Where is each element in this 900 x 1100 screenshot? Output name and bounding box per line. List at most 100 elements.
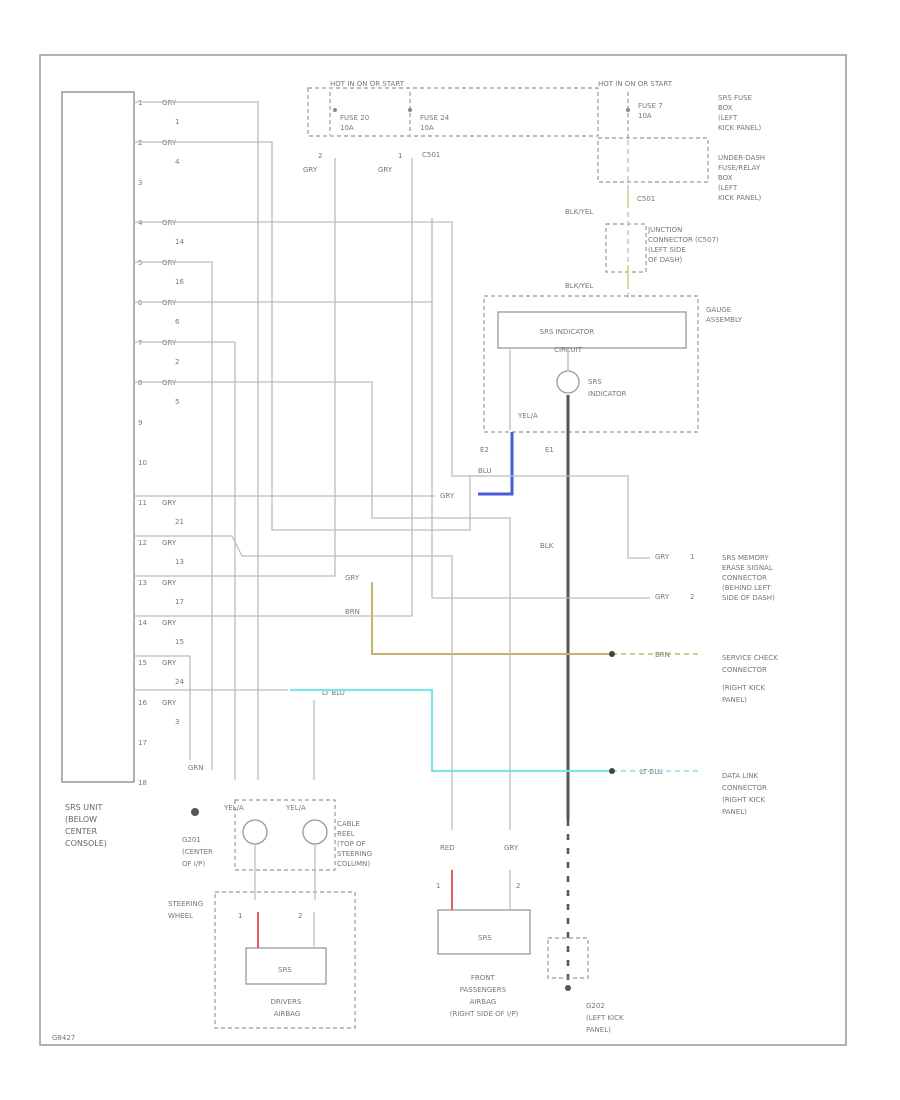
c501b-label: C501 [637,195,655,203]
srs-pin-wire-color: GRY [162,219,177,227]
srs-pin-wire-number: 2 [175,358,179,366]
memory-connector-label: SRS MEMORY ERASE SIGNAL CONNECTOR (BEHIN… [722,554,775,602]
srs-fuse-box [597,137,709,183]
gry-mem-1: GRY [655,553,670,561]
pass-pin-1: 1 [436,882,440,890]
pin-mem-1: 1 [690,553,694,561]
srs-pin-18: 18 [138,779,147,787]
hot-label-right: HOT IN ON OR START [598,80,673,88]
srs-fuse-box-label: SRS FUSE BOX (LEFT KICK PANEL) [718,94,761,132]
srs-pin-wire-number: 16 [175,278,184,286]
srs-pin-wire-number: 17 [175,598,184,606]
grn-label: GRN [188,764,204,772]
brn-label-1: BRN [345,608,360,616]
ground-center-icon [191,808,199,816]
srs-pin-wire-number: 24 [175,678,184,686]
srs-pin-wire-number: 14 [175,238,184,246]
srs-pin-wire-color: GRY [162,379,177,387]
srs-pin-wire-color: GRY [162,499,177,507]
cable-reel-left-icon [242,819,268,845]
underdash-fuse-box [307,87,599,137]
srs-indicator-circuit [497,311,687,349]
srs-pin-2: 2 [138,139,142,147]
srs-pin-wire-number: 3 [175,718,179,726]
srs-unit-box [61,91,135,783]
srs-pin-6: 6 [138,299,143,307]
srs-pin-wire-number: 15 [175,638,184,646]
drivers-airbag-label: DRIVERS AIRBAG [270,998,303,1018]
srs-pin-8: 8 [138,379,142,387]
srs-pin-wire-color: GRY [162,339,177,347]
blk-yel-1: BLK/YEL [565,208,593,216]
srs-pin-10: 10 [138,459,147,467]
steering-wheel-label: STEERING WHEEL [168,900,205,920]
ground-center-label: G201 (CENTER OF I/P) [182,836,215,868]
gry-mem-2: GRY [655,593,670,601]
fuse-pin-right: 1 [398,152,402,160]
front-pass-label: FRONT PASSENGERS AIRBAG (RIGHT SIDE OF I… [450,974,519,1018]
junction-box [605,223,647,273]
srs-pin-13: 13 [138,579,147,587]
srs-pin-wire-number: 13 [175,558,184,566]
drivers-airbag-box [245,947,327,985]
srs-pin-wire-number: 5 [175,398,179,406]
fuse-wire-left: GRY [303,166,318,174]
srs-pin-wire-color: GRY [162,139,177,147]
footer-code: G8427 [52,1034,75,1042]
gauge-assembly-label: GAUGE ASSEMBLY [706,306,743,324]
srs-pin-wire-color: GRY [162,699,177,707]
srs-pin-wire-number: 4 [175,158,180,166]
blu-label: BLU [478,467,491,475]
srs-pin-5: 5 [138,259,142,267]
srs-pin-wire-color: GRY [162,99,177,107]
hot-label-left: HOT IN ON OR START [330,80,405,88]
srs-pin-wire-color: GRY [162,659,177,667]
srs-unit-label: SRS UNIT (BELOW CENTER CONSOLE) [65,803,107,848]
brn-label-2: BRN [655,651,670,659]
srs-pin-15: 15 [138,659,147,667]
srs-pin-wire-color: GRY [162,579,177,587]
yel-a-1: YEL/A [223,804,244,812]
srs-pin-1: 1 [138,99,142,107]
ground-left-box [547,937,589,979]
c501-label: C501 [422,151,440,159]
front-pass-srs: SRS [478,934,492,942]
junction-label: JUNCTION CONNECTOR (C507) (LEFT SIDE OF … [647,226,721,264]
srs-indicator-lamp-icon [556,370,580,394]
fuse-wire-right: GRY [378,166,393,174]
data-link-label: DATA LINK CONNECTOR (RIGHT KICK PANEL) [722,772,769,816]
srs-pin-wire-number: 1 [175,118,179,126]
ground-left-icon [565,985,571,991]
pass-red: RED [440,844,455,852]
srs-pin-wire-number: 6 [175,318,180,326]
pin-mem-2: 2 [690,593,694,601]
cable-reel-label: CABLE REEL (TOP OF STEERING COLUMN) [337,820,374,868]
ltblu-label-2: LT BLU [640,768,663,776]
srs-pin-9: 9 [138,419,142,427]
cable-reel-right-icon [302,819,328,845]
srs-pin-16: 16 [138,699,147,707]
ground-left-label: G202 (LEFT KICK PANEL) [586,1002,626,1034]
service-connector-label: SERVICE CHECK CONNECTOR (RIGHT KICK PANE… [722,654,780,704]
srs-pin-wire-color: GRY [162,619,177,627]
srs-pin-17: 17 [138,739,147,747]
yel-a-2: YEL/A [285,804,306,812]
diagram-frame [39,54,847,1046]
gry-c-label: GRY [440,492,455,500]
srs-indicator-label: SRS INDICATOR [588,378,627,398]
cable-reel-box [234,799,336,871]
underdash-label: UNDER-DASH FUSE/RELAY BOX (LEFT KICK PAN… [718,154,767,202]
fuse-pin-left: 2 [318,152,322,160]
e1-label: E1 [545,446,554,454]
srs-unit-wire-labels: GRY1GRY4GRY14GRY16GRY6GRY2GRY5GRY21GRY13… [162,99,184,726]
pass-gry: GRY [504,844,519,852]
ltblu-label-1: LT BLU [322,689,345,697]
front-pass-airbag-box [437,909,531,955]
drv-pin-2: 2 [298,912,302,920]
blk-yel-2: BLK/YEL [565,282,593,290]
srs-pin-wire-color: GRY [162,539,177,547]
srs-pin-4: 4 [138,219,143,227]
